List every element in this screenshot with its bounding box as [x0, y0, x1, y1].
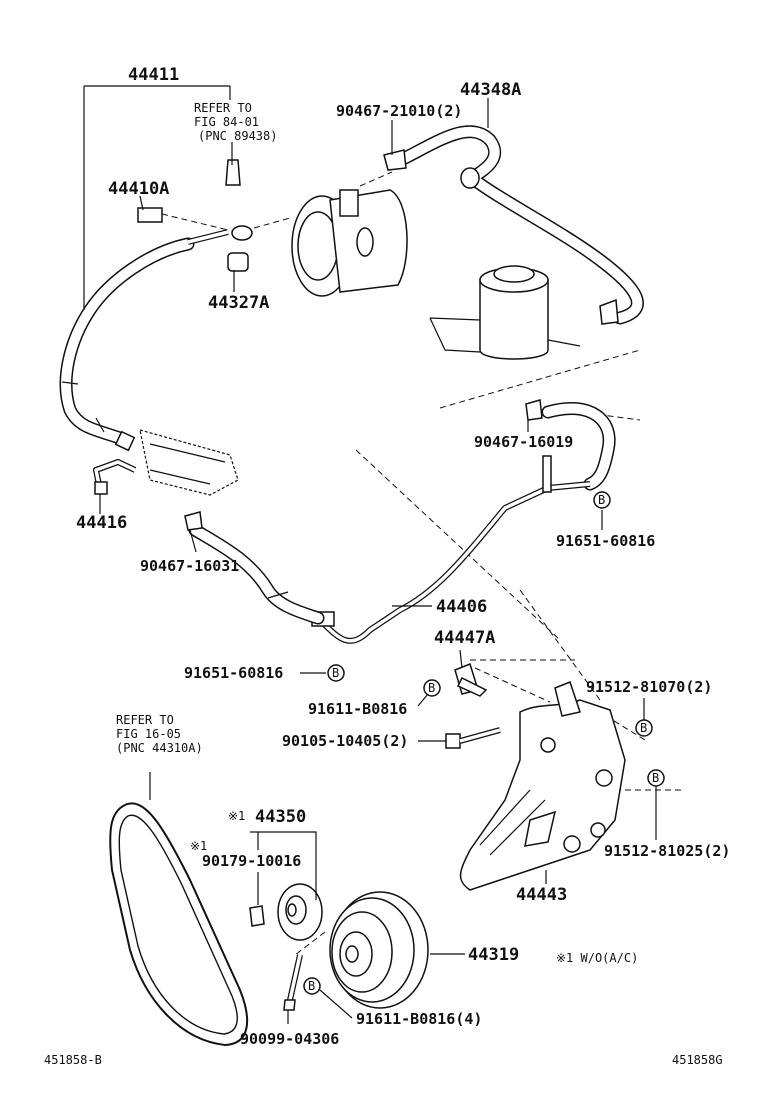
pulley-44319[interactable]	[329, 891, 429, 1009]
refer-top-line1: REFER TO	[194, 101, 252, 115]
bolt-b-marker	[593, 491, 611, 509]
bolt-b-marker	[303, 977, 321, 995]
star-mark-44350: ※1	[228, 809, 245, 823]
star-mark-90179: ※1	[190, 839, 207, 853]
label-90105-10405[interactable]: 90105-10405(2)	[282, 732, 408, 750]
refer-belt-line2: FIG 16-05	[116, 727, 181, 741]
bolt-90105-10405[interactable]	[445, 727, 501, 749]
footer-code-left: 451858-B	[44, 1053, 102, 1067]
bolt-markers: B B B B B B	[303, 491, 665, 995]
label-44348A[interactable]: 44348A	[460, 80, 521, 100]
refer-top-line2: FIG 84-01	[194, 115, 259, 129]
refer-top-line3: (PNC 89438)	[198, 129, 277, 143]
label-90099-04306[interactable]: 90099-04306	[240, 1030, 339, 1048]
label-44410A[interactable]: 44410A	[108, 179, 169, 199]
pipe-44416[interactable]	[93, 459, 137, 495]
bolt-b-marker	[647, 769, 665, 787]
label-90467-21010[interactable]: 90467-21010(2)	[336, 102, 462, 120]
label-90179-10016[interactable]: 90179-10016	[202, 852, 301, 870]
label-91611-B0816[interactable]: 91611-B0816	[308, 700, 407, 718]
label-91512-81025[interactable]: 91512-81025(2)	[604, 842, 730, 860]
label-44406[interactable]: 44406	[436, 597, 487, 617]
label-44411[interactable]: 44411	[128, 65, 179, 85]
engine-body-sketch	[139, 429, 239, 496]
label-44443[interactable]: 44443	[516, 885, 567, 905]
hose-44411[interactable]	[59, 229, 229, 452]
label-44416[interactable]: 44416	[76, 513, 127, 533]
reservoir-tank[interactable]	[429, 265, 581, 360]
label-91512-81070[interactable]: 91512-81070(2)	[586, 678, 712, 696]
label-44319[interactable]: 44319	[468, 945, 519, 965]
alignment-lines	[161, 171, 685, 956]
power-steering-pump[interactable]	[291, 189, 408, 297]
hose-44348A[interactable]	[398, 125, 644, 325]
drive-belt[interactable]	[109, 802, 249, 1047]
bolt-b-marker	[327, 664, 345, 682]
leader-lines	[83, 85, 657, 1024]
bracket-44443[interactable]	[459, 681, 626, 891]
hose-right-return[interactable]	[541, 402, 616, 491]
label-91651-60816-right[interactable]: 91651-60816	[556, 532, 655, 550]
bolt-b-label: B	[652, 771, 659, 785]
label-44350[interactable]: 44350	[255, 807, 306, 827]
fittings	[137, 149, 619, 531]
part-labels: 44411 REFER TO FIG 84-01 (PNC 89438) 443…	[44, 65, 730, 1067]
label-44447A[interactable]: 44447A	[434, 628, 495, 648]
footer-code-right: 451858G	[672, 1053, 723, 1067]
label-90467-16031[interactable]: 90467-16031	[140, 557, 239, 575]
bolt-b-label: B	[598, 493, 605, 507]
bolt-b-label: B	[308, 979, 315, 993]
note-without-ac: ※1 W/O(A/C)	[556, 951, 638, 965]
bracket-44447A[interactable]	[454, 663, 488, 697]
bolt-b-label: B	[332, 666, 339, 680]
refer-belt-line1: REFER TO	[116, 713, 174, 727]
bolt-b-label: B	[640, 721, 647, 735]
label-44327A[interactable]: 44327A	[208, 293, 269, 313]
refer-belt-line3: (PNC 44310A)	[116, 741, 203, 755]
label-91611-B0816-4[interactable]: 91611-B0816(4)	[356, 1010, 482, 1028]
idler-pulley-44350[interactable]	[249, 883, 323, 1011]
bolt-b-marker	[423, 679, 441, 697]
bolt-b-label: B	[428, 681, 435, 695]
label-91651-60816-left[interactable]: 91651-60816	[184, 664, 283, 682]
hose-90467-16031-side[interactable]	[188, 523, 325, 625]
label-90467-16019[interactable]: 90467-16019	[474, 433, 573, 451]
bolt-b-marker	[635, 719, 653, 737]
